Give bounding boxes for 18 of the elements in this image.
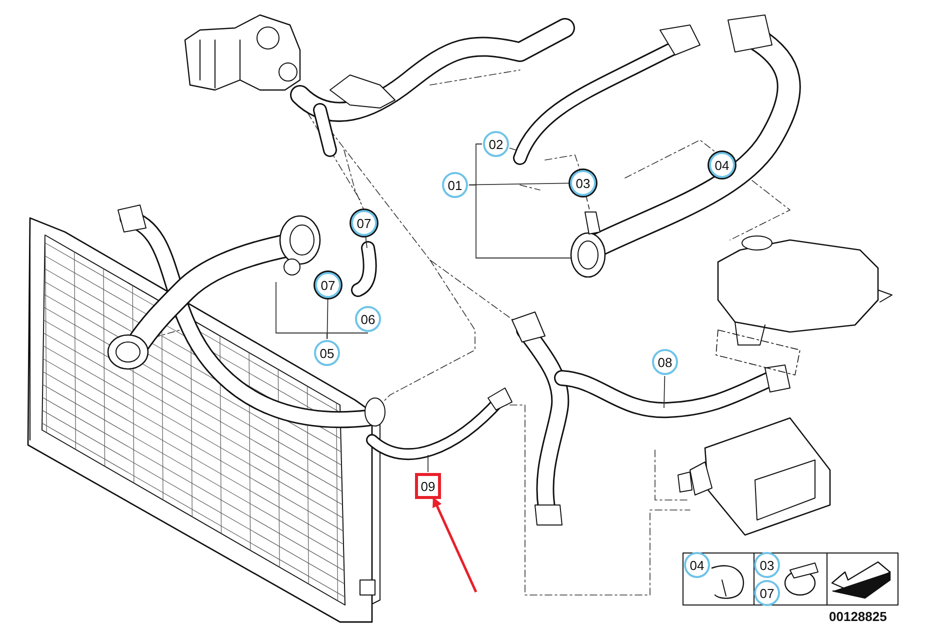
leader-line	[508, 148, 516, 150]
drawing-number: 00128825	[829, 609, 887, 624]
callout-number: 08	[652, 349, 678, 375]
leader-line	[586, 196, 590, 212]
arrow	[432, 496, 478, 593]
callout-number: 04	[709, 152, 735, 178]
leader-line	[276, 282, 328, 340]
callout-number: 07	[351, 210, 377, 236]
callout-number: 09	[415, 473, 441, 499]
callout-number: 06	[355, 306, 381, 332]
callout-number: 02	[483, 131, 509, 157]
callout-number: 05	[314, 340, 340, 366]
callout-number: 01	[442, 172, 468, 198]
callout-number: 03	[570, 170, 596, 196]
callout-number: 07	[315, 272, 341, 298]
leader-line	[365, 236, 368, 248]
leader-line	[664, 376, 666, 408]
leader-line	[468, 184, 572, 258]
